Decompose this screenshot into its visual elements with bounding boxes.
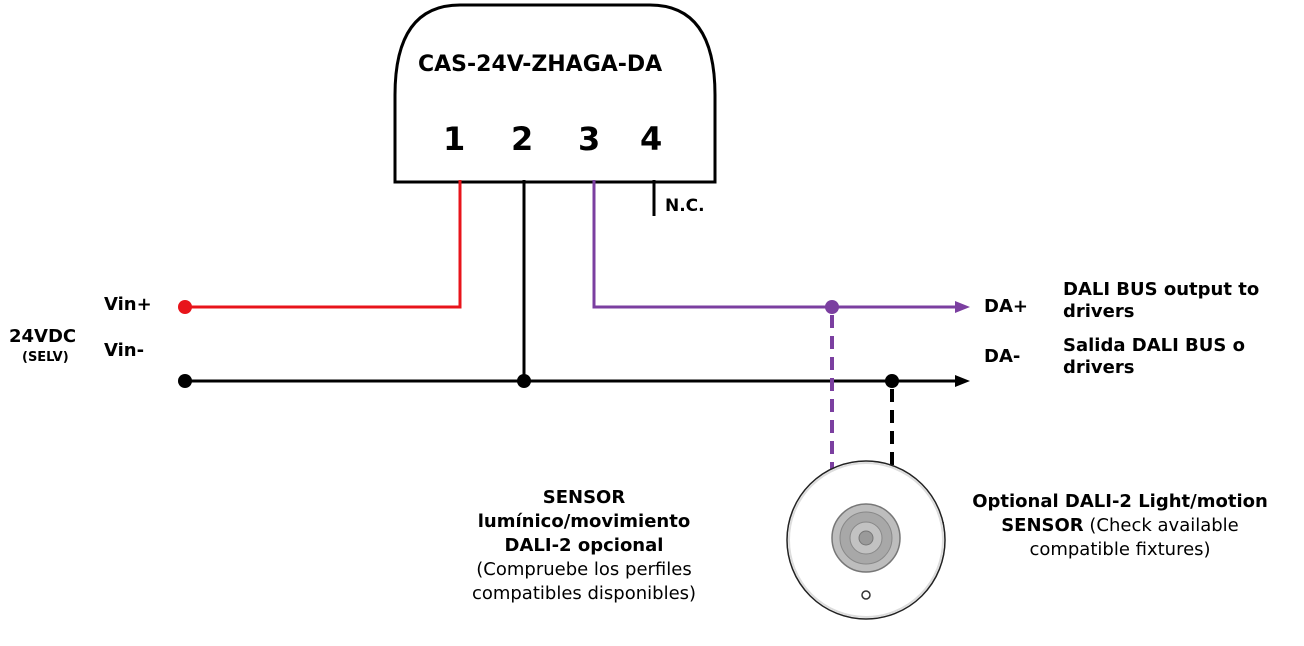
vin-minus-label: Vin- [104,340,145,361]
dali-output-en: DALI BUS output to drivers [1063,279,1259,323]
pin-3-label: 3 [578,120,601,158]
vin-plus-label: Vin+ [104,294,152,315]
sensor-en-line3: compatible fixtures) [1029,539,1211,560]
sensor-es-line5: compatibles disponibles) [471,583,697,604]
dali-output-es-line1: Salida DALI BUS o [1063,335,1245,356]
selv-label: (SELV) [22,350,69,365]
sensor-es-line4: (Compruebe los perfiles [476,559,692,580]
sensor-es-line2: lumínico/movimiento [477,511,691,532]
da-minus-arrow [955,375,970,387]
sensor-led [861,590,871,600]
sensor-plus-junction [825,300,839,314]
da-plus-label: DA+ [984,296,1028,317]
sensor-es-line1: SENSOR [542,487,626,508]
vin-plus-wire [185,180,462,309]
vin-minus-terminal [178,374,192,388]
voltage-label: 24VDC [9,326,77,347]
device-body [393,3,717,184]
dali-output-es: Salida DALI BUS o drivers [1063,335,1245,379]
sensor-caption-en: Optional DALI-2 Light/motion SENSOR (Che… [950,490,1290,562]
nc-label: N.C. [665,196,705,216]
sensor-en-line1: Optional DALI-2 Light/motion [972,491,1268,512]
da-plus-arrow [955,301,970,313]
sensor-caption-es: SENSOR lumínico/movimiento DALI-2 opcion… [404,486,764,606]
dali-output-en-line2: drivers [1063,301,1135,322]
pin-1-label: 1 [443,120,466,158]
pin2-junction [517,374,531,388]
sensor-en-line2: SENSOR (Check available [950,514,1290,538]
sensor-en-line2-bold: SENSOR [1001,515,1084,536]
vin-plus-terminal [178,300,192,314]
sensor-es-line3: DALI-2 opcional [504,535,664,556]
sensor-device [786,460,946,620]
dali-output-en-line1: DALI BUS output to [1063,279,1260,300]
dali-output-es-line2: drivers [1063,357,1135,378]
dali-plus-wire [592,180,958,309]
da-minus-label: DA- [984,346,1021,367]
sensor-minus-junction [885,374,899,388]
pin-4-label: 4 [640,120,663,158]
device-title: CAS-24V-ZHAGA-DA [418,52,663,77]
sensor-en-line2-rest: (Check available [1083,515,1239,536]
pin-2-label: 2 [511,120,534,158]
